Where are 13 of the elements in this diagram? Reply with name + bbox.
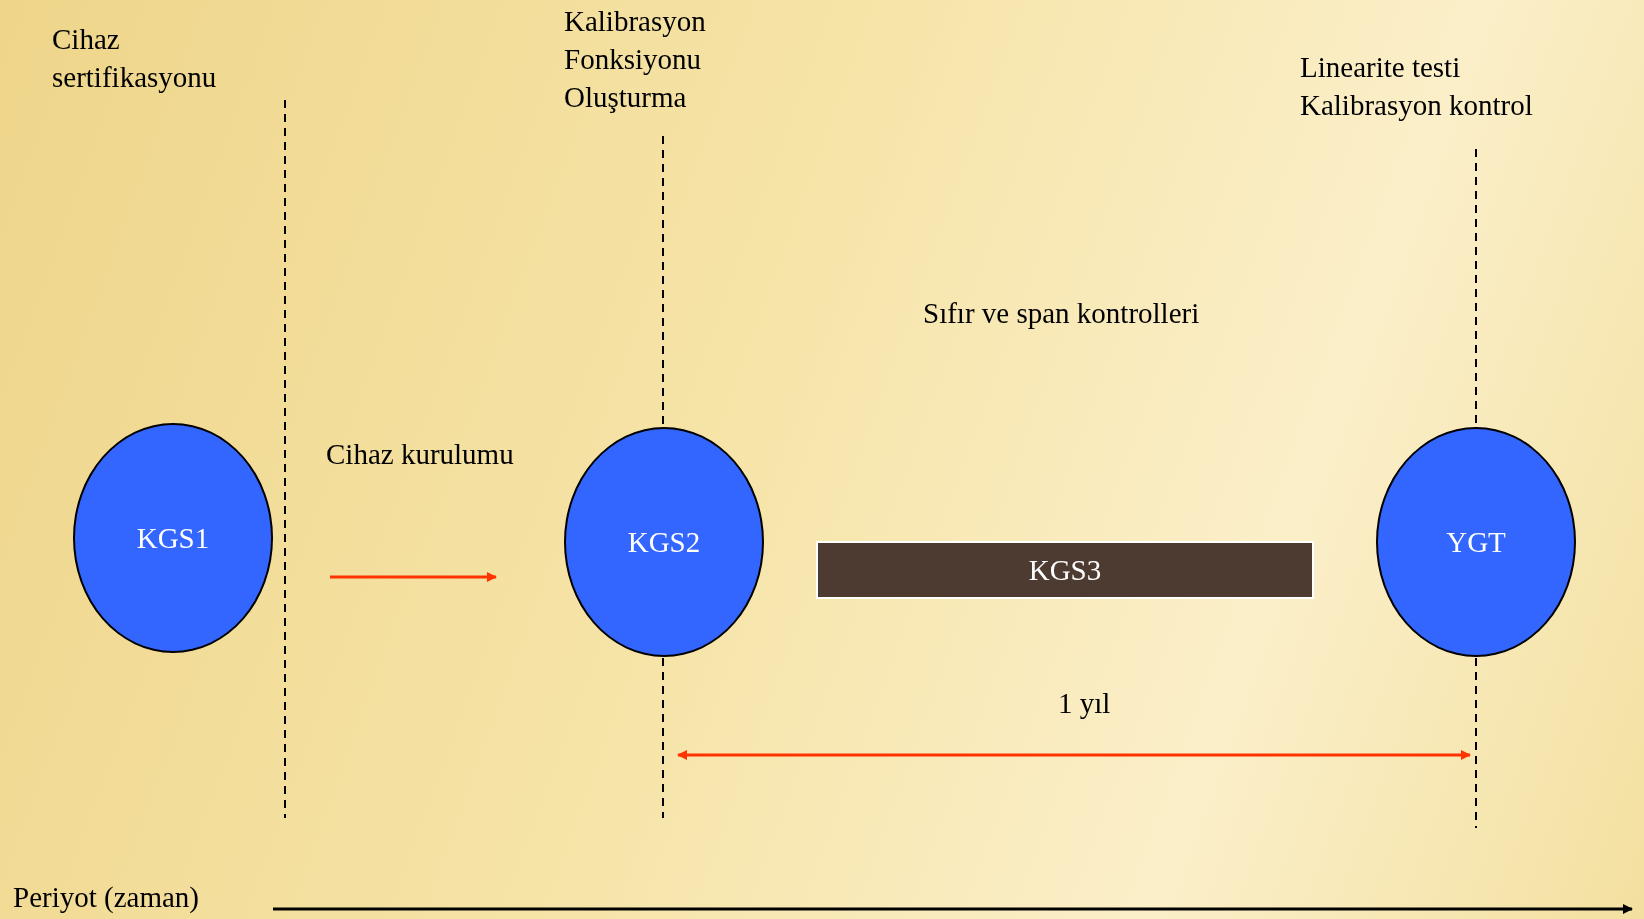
node-label: KGS3 xyxy=(1028,553,1102,587)
stage-bar xyxy=(816,541,1314,599)
arrow xyxy=(330,572,497,582)
dimension-label: 1 yıl xyxy=(1058,686,1112,721)
step-label: Sıfır ve span kontrolleri xyxy=(923,296,1201,331)
step-label: Kalibrasyon Fonksiyonu Oluşturma xyxy=(564,4,707,115)
node-label: KGS2 xyxy=(627,525,701,559)
node-label: YGT xyxy=(1446,525,1506,559)
axis-label: Periyot (zaman) xyxy=(13,880,200,915)
node-label: KGS1 xyxy=(136,521,210,555)
edge-label: Cihaz kurulumu xyxy=(326,437,514,472)
step-label: Cihaz sertifikasyonu xyxy=(52,22,218,95)
step-label: Linearite testi Kalibrasyon kontrol xyxy=(1300,50,1534,123)
